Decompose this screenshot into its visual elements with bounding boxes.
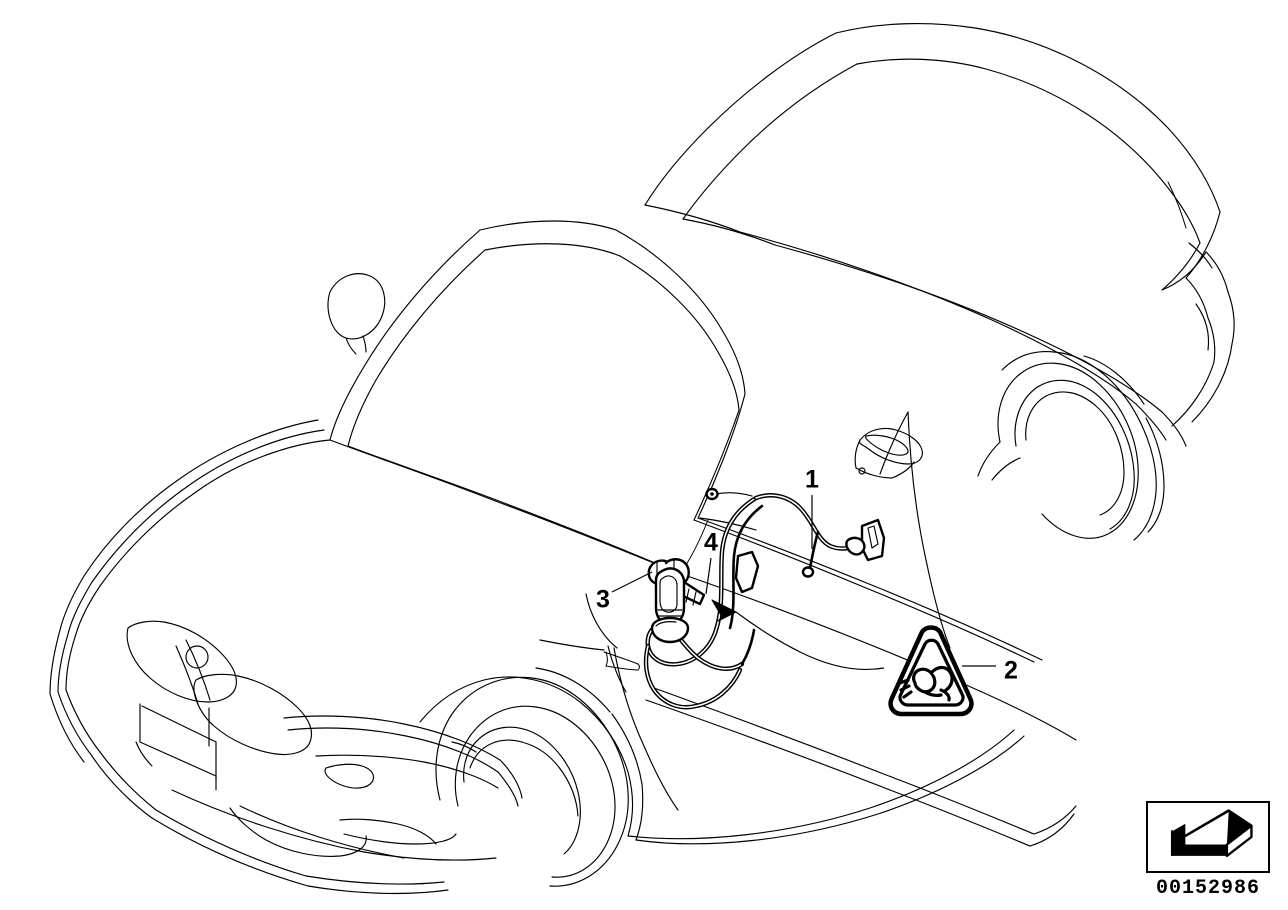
repair-kit-symbol xyxy=(888,625,974,717)
hood-and-front-fender xyxy=(49,419,331,695)
callout-1-number: 1 xyxy=(805,466,819,494)
callout-3-number: 3 xyxy=(596,586,610,614)
front-fascia xyxy=(49,620,523,895)
direction-arrow-frame xyxy=(1146,801,1270,873)
diagram-id-number: 00152986 xyxy=(1155,877,1260,900)
rear-wheel xyxy=(977,351,1165,541)
convertible-hardtop xyxy=(644,22,1221,291)
callout-1: 1 xyxy=(805,466,819,549)
callout-3: 3 xyxy=(596,571,653,614)
car-body-group xyxy=(49,22,1235,895)
callout-2-number: 2 xyxy=(1004,657,1018,685)
plug-connector-glyph xyxy=(898,665,954,702)
side-mirror xyxy=(327,273,386,355)
body-side-panels xyxy=(585,411,1077,847)
arrow-direction-icon xyxy=(1170,809,1253,858)
callout-4: 4 xyxy=(704,529,718,595)
rear-quarter-panel xyxy=(739,231,1187,447)
repair-kit-leader xyxy=(711,599,885,671)
rear-deck xyxy=(1161,242,1235,427)
harness-plug-assembly xyxy=(650,567,690,644)
callout-2: 2 xyxy=(962,657,1018,685)
front-wheel xyxy=(419,667,644,887)
callout-4-number: 4 xyxy=(704,529,718,557)
door-handle xyxy=(854,427,923,479)
diagram-id-box: 00152986 xyxy=(1140,801,1276,900)
windshield xyxy=(329,220,746,575)
